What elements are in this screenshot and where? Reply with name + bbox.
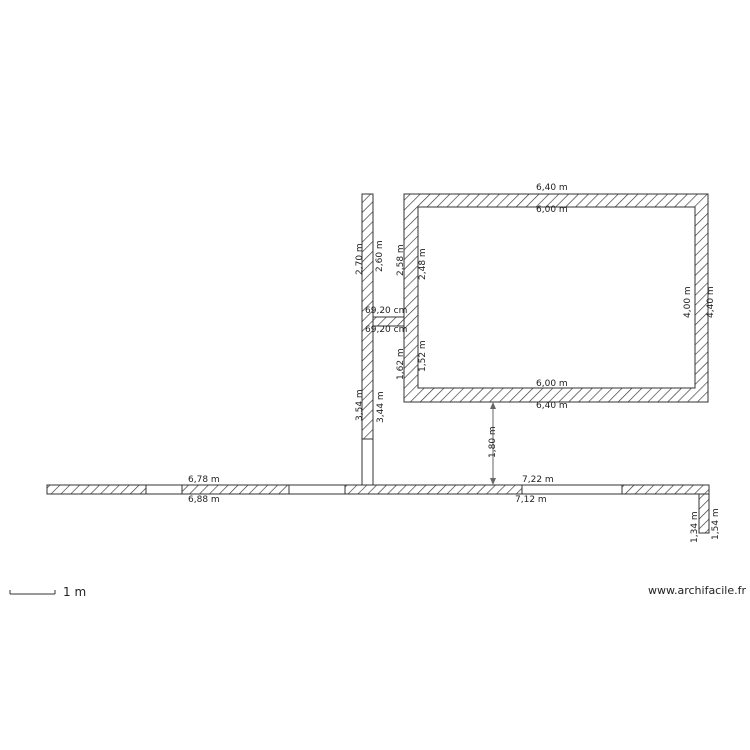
dim-room-left-upper-inner: 2,48 m [418,248,428,280]
long-wall[interactable] [46,484,710,495]
vertical-wall[interactable] [361,193,374,486]
opening-2 [288,484,346,495]
dim-room-bottom-inner: 6,00 m [536,379,568,389]
dim-longwall-right-bottom: 7,12 m [515,495,547,505]
dim-room-right-inner: 4,00 m [683,286,693,318]
end-wall[interactable] [698,493,710,534]
dim-vwall-upper-left: 2,70 m [355,243,365,275]
credit-link[interactable]: www.archifacile.fr [648,584,747,597]
rectangle-room[interactable] [403,193,709,403]
dim-room-left-lower-inner: 1,52 m [418,340,428,372]
dim-vwall-upper-right: 2,60 m [375,240,385,272]
scale-bar [9,590,56,595]
opening-3 [521,484,623,495]
dim-room-left-upper-outer: 2,58 m [396,244,406,276]
dim-room-bottom-outer: 6,40 m [536,401,568,411]
scale-label: 1 m [63,585,87,599]
dim-room-top-inner: 6,00 m [536,205,568,215]
dim-vwall-lower-right: 3,44 m [376,391,386,423]
dim-room-left-lower-outer: 1,62 m [396,348,406,380]
vertical-wall-opening [361,438,374,486]
dim-endwall-inner: 1,34 m [690,511,700,543]
dim-endwall-outer: 1,54 m [711,508,721,540]
dim-connector-top: 69,20 cm [365,306,408,316]
connector-wall[interactable] [372,316,405,327]
dim-connector-bottom: 69,20 cm [365,325,408,335]
dim-room-right-outer: 4,40 m [706,286,716,318]
dim-room-top-outer: 6,40 m [536,183,568,193]
dim-vwall-lower-left: 3,54 m [355,389,365,421]
dim-longwall-right-top: 7,22 m [522,475,554,485]
dim-longwall-left-top: 6,78 m [188,475,220,485]
dim-gap: 1,80 m [488,426,498,458]
dim-longwall-left-bottom: 6,88 m [188,495,220,505]
gap-dimension-arrow [490,402,496,485]
opening-1 [145,484,183,495]
